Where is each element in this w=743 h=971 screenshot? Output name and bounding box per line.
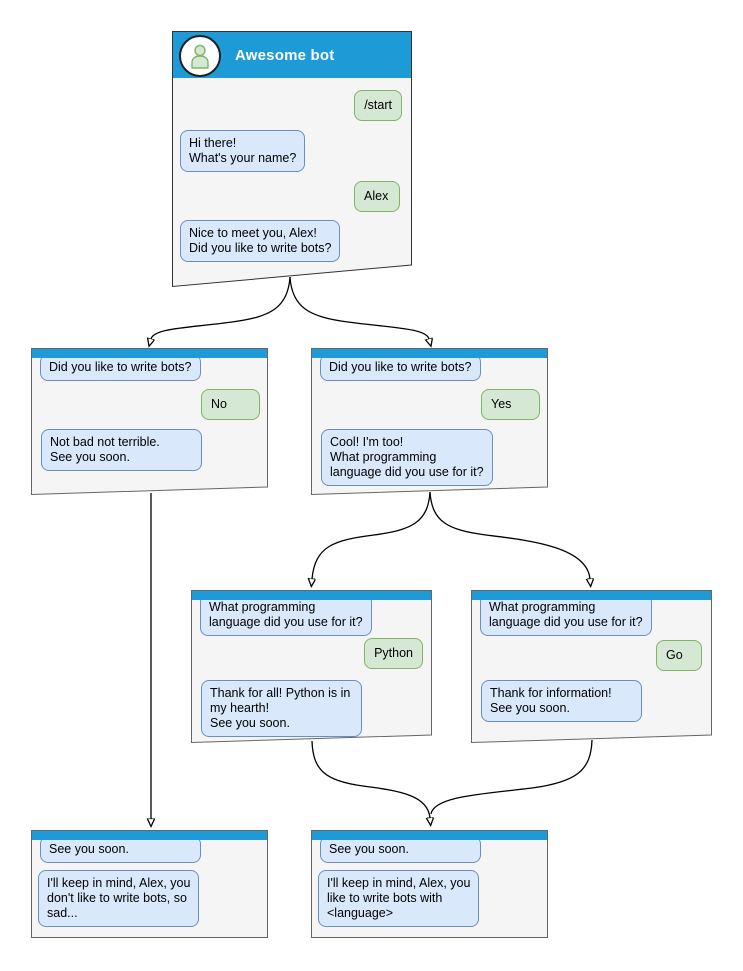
arrow-go-to-end <box>430 739 593 815</box>
chat-titlebar <box>472 591 711 600</box>
bot-message-reply: I'll keep in mind, Alex, you like to wri… <box>318 870 480 927</box>
person-icon <box>191 44 209 69</box>
bot-message-question: Did you like to write bots? <box>320 354 481 381</box>
chat-window-python: What programming language did you use fo… <box>191 590 432 744</box>
chat-titlebar: Awesome bot <box>173 32 411 78</box>
chat-window-start: Awesome bot /start Hi there! What's your… <box>172 31 412 288</box>
chat-window-yes: Did you like to write bots? Yes Cool! I'… <box>311 348 548 496</box>
chat-titlebar <box>32 831 267 840</box>
user-message-answer: Go <box>656 640 702 671</box>
avatar <box>179 34 221 77</box>
user-message-answer: No <box>201 389 260 420</box>
chat-window-go: What programming language did you use fo… <box>471 590 712 744</box>
chat-titlebar <box>192 591 431 600</box>
arrow-yes-to-python <box>312 491 431 579</box>
user-message-start: /start <box>354 90 402 121</box>
bot-message-reply: I'll keep in mind, Alex, you don't like … <box>38 870 200 927</box>
user-message-name: Alex <box>354 181 400 212</box>
chat-window-end-yes: See you soon. I'll keep in mind, Alex, y… <box>311 830 548 938</box>
bot-message-ask-bots: Nice to meet you, Alex! Did you like to … <box>180 220 341 262</box>
bot-message-reply: Cool! I'm too! What programming language… <box>321 429 493 486</box>
bot-message-greeting: Hi there! What's your name? <box>180 130 306 172</box>
arrow-yes-to-go <box>429 491 590 579</box>
bot-message-question: What programming language did you use fo… <box>480 594 652 636</box>
bot-message-question: What programming language did you use fo… <box>200 594 372 636</box>
arrow-python-to-end <box>311 740 430 818</box>
bot-message-question: See you soon. <box>40 836 201 863</box>
bot-message-reply: Not bad not terrible. See you soon. <box>41 429 202 471</box>
chat-window-end-no: See you soon. I'll keep in mind, Alex, y… <box>31 830 268 938</box>
chat-titlebar <box>32 349 267 358</box>
bot-name: Awesome bot <box>235 46 335 64</box>
bot-message-reply: Thank for information! See you soon. <box>481 680 642 722</box>
bot-message-question: See you soon. <box>320 836 481 863</box>
chat-titlebar <box>312 349 547 358</box>
user-message-answer: Yes <box>481 389 540 420</box>
bot-message-question: Did you like to write bots? <box>40 354 201 381</box>
chat-window-no: Did you like to write bots? No Not bad n… <box>31 348 268 496</box>
user-message-answer: Python <box>364 638 423 669</box>
chat-titlebar <box>312 831 547 840</box>
bot-message-reply: Thank for all! Python is in my hearth! S… <box>201 680 362 737</box>
